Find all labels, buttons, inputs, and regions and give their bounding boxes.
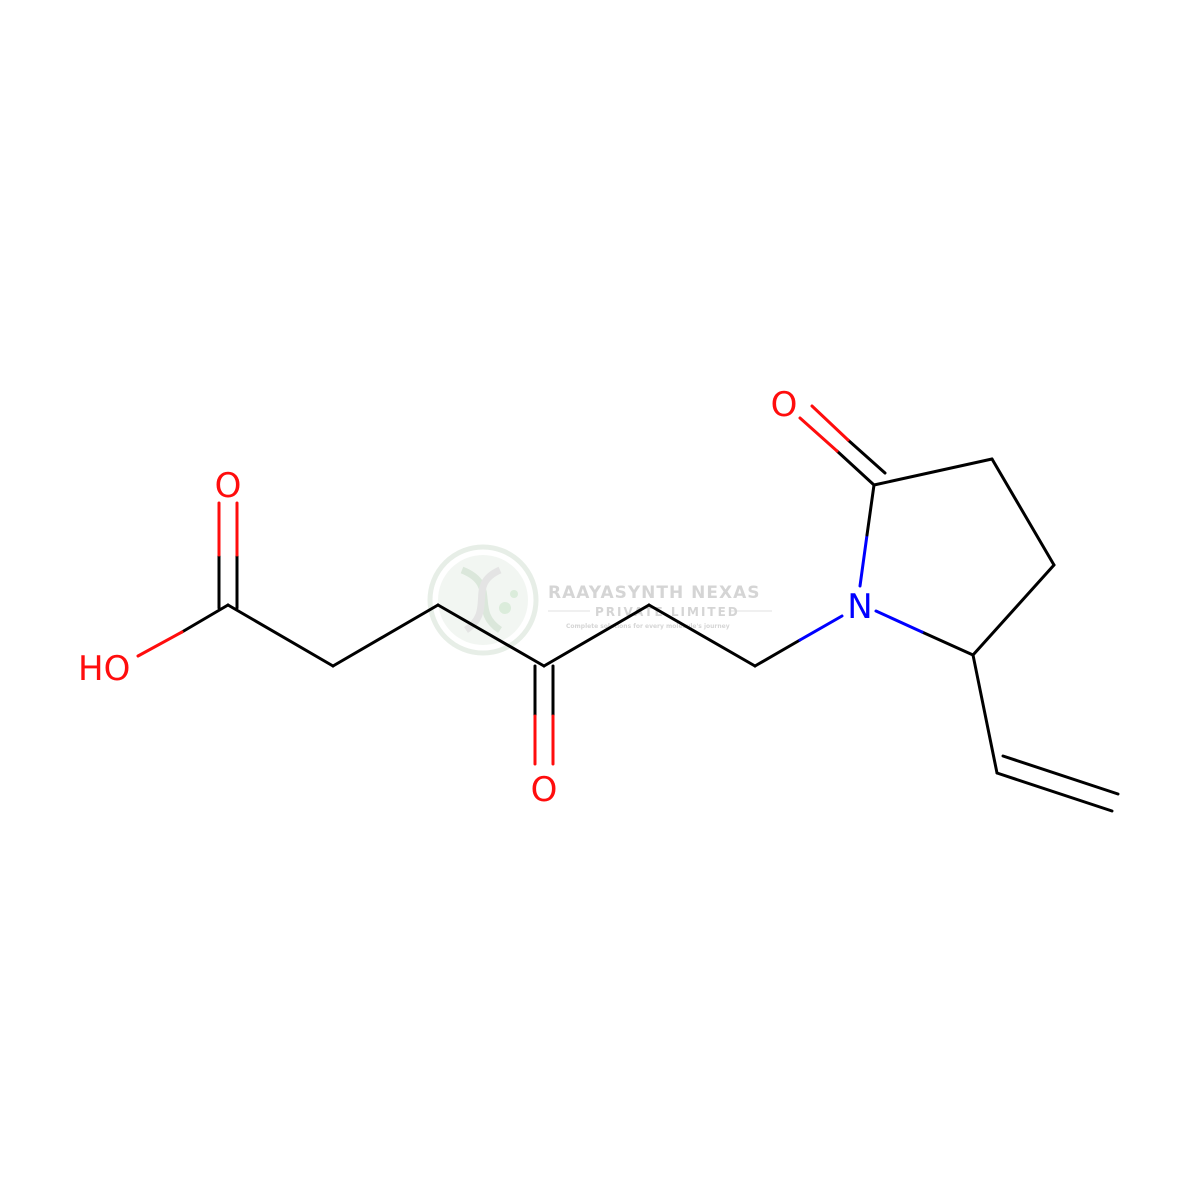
- bond-c5-c6: [647, 603, 757, 668]
- bond-ring-c2-c3: [872, 457, 994, 487]
- bond-c3-c4: [436, 603, 546, 668]
- bond-nitrogen-lactam-carbon: [858, 483, 876, 588]
- atom-acid-oxygen-label: O: [215, 466, 242, 506]
- bond-ring-c4-c5: [971, 563, 1056, 657]
- atom-labels: HO O O O N: [78, 385, 873, 810]
- bond-c2-c3: [331, 603, 440, 668]
- atom-hydroxyl-label: HO: [78, 649, 130, 689]
- bond-ketone-double: [533, 664, 555, 766]
- bond-ring-c5-nitrogen: [874, 609, 975, 657]
- atom-lactam-oxygen-label: O: [771, 385, 798, 425]
- bond-ring-c3-c4: [990, 457, 1056, 567]
- bonds: [136, 404, 1120, 813]
- watermark-company-name: RAAYASYNTH NEXAS: [548, 583, 761, 603]
- watermark: RAAYASYNTH NEXAS PRIVATE LIMITED Complet…: [427, 544, 772, 656]
- bond-lactam-carbonyl-double: [798, 404, 887, 487]
- bond-c4-c5: [542, 603, 651, 668]
- bond-vinyl-double: [995, 754, 1120, 813]
- bond-c6-nitrogen: [753, 614, 844, 668]
- bond-acid-carbonyl-double: [217, 501, 239, 610]
- watermark-tagline: Complete solutions for every molecule's …: [566, 623, 730, 630]
- atom-ketone-oxygen-label: O: [531, 770, 558, 810]
- bond-acid-hydroxyl: [136, 603, 230, 658]
- watermark-logo-icon: [427, 544, 539, 656]
- bond-c1-c2: [226, 603, 335, 668]
- bond-ring-vinyl: [971, 653, 999, 775]
- atom-nitrogen-label: N: [847, 587, 872, 627]
